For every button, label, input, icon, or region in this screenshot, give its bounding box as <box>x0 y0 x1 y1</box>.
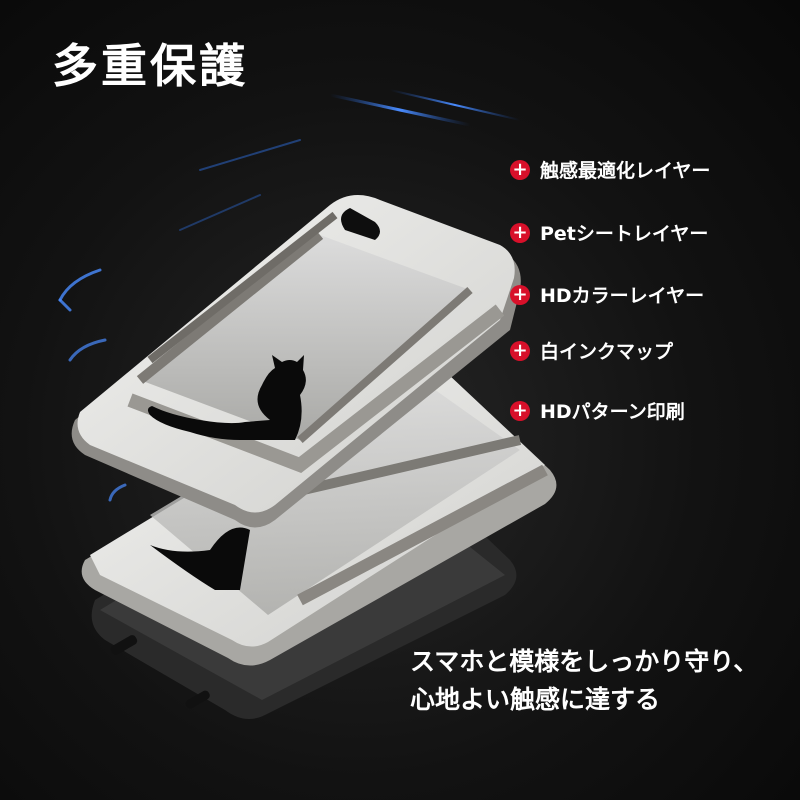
case-layer-top <box>71 195 521 528</box>
cat-silhouette-icon <box>147 355 306 440</box>
tagline-line-1: スマホと模様をしっかり守り、 <box>410 647 759 676</box>
case-layer-middle <box>81 362 557 666</box>
tagline-line-2: 心地よい触感に達する <box>410 685 661 714</box>
page-title: 多重保護 <box>52 39 248 93</box>
tagline: スマホと模様をしっかり守り、 心地よい触感に達する <box>410 643 758 719</box>
